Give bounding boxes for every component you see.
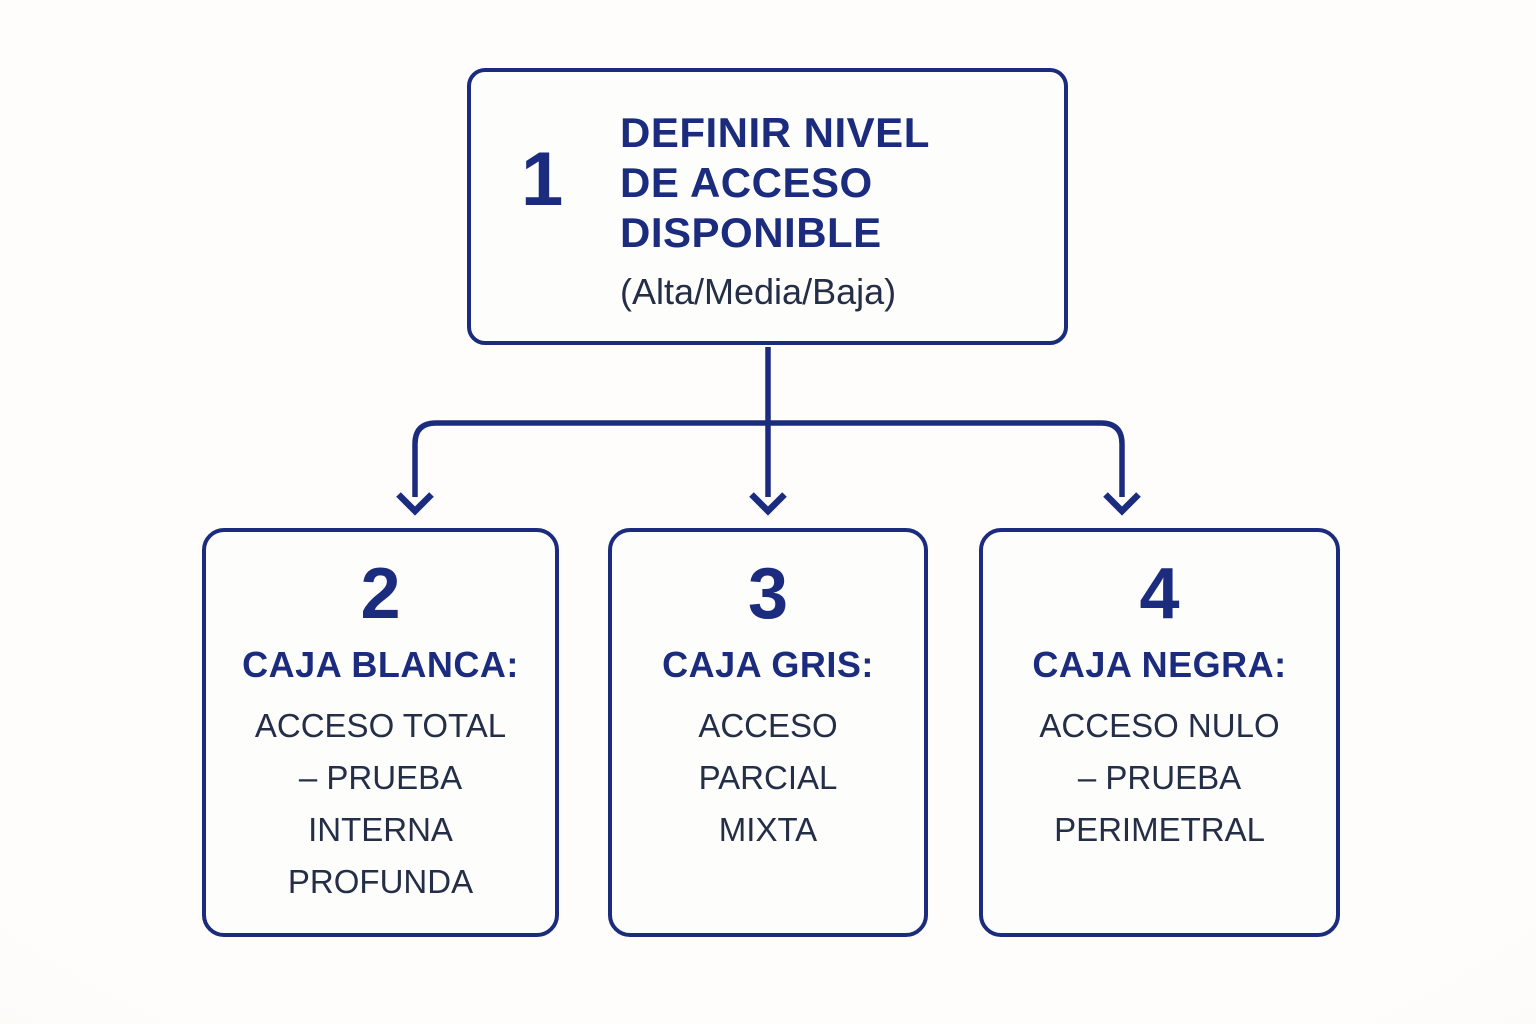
- step-1-title: DEFINIR NIVEL DE ACCESO DISPONIBLE: [620, 108, 930, 258]
- body-line: ACCESO: [698, 707, 838, 744]
- step-3-number: 3: [747, 554, 789, 634]
- step-3-title: CAJA GRIS:: [662, 644, 874, 685]
- body-line: PARCIAL: [698, 759, 838, 796]
- body-line: – PRUEBA: [1077, 759, 1242, 796]
- step-2-number: 2: [360, 554, 401, 634]
- arrowhead-center-icon: [749, 492, 787, 516]
- step-1-text: DEFINIR NIVEL DE ACCESO DISPONIBLE (Alta…: [620, 108, 930, 314]
- step-4-number: 4: [1139, 554, 1180, 634]
- title-line: DISPONIBLE: [620, 209, 882, 256]
- step-3-box: 3 CAJA GRIS: ACCESO PARCIAL MIXTA: [608, 528, 928, 937]
- step-4-body: ACCESO NULO – PRUEBA PERIMETRAL: [983, 700, 1336, 856]
- body-line: – PRUEBA: [298, 759, 463, 796]
- body-line: PERIMETRAL: [1054, 811, 1265, 848]
- body-line: MIXTA: [718, 811, 818, 848]
- connector-branch: [412, 420, 1125, 497]
- step-4-title: CAJA NEGRA:: [1032, 644, 1287, 685]
- body-line: PROFUNDA: [287, 863, 474, 900]
- step-2-title: CAJA BLANCA:: [242, 644, 519, 685]
- step-3-body: ACCESO PARCIAL MIXTA: [612, 700, 924, 856]
- title-line: DEFINIR NIVEL: [620, 109, 930, 156]
- step-1-subtitle: (Alta/Media/Baja): [620, 271, 897, 312]
- title-line: DE ACCESO: [620, 159, 873, 206]
- body-line: INTERNA: [308, 811, 453, 848]
- step-4-box: 4 CAJA NEGRA: ACCESO NULO – PRUEBA PERIM…: [979, 528, 1340, 937]
- body-line: ACCESO NULO: [1039, 707, 1280, 744]
- arrowhead-left-icon: [396, 492, 434, 516]
- arrowhead-right-icon: [1103, 492, 1141, 516]
- step-2-body: ACCESO TOTAL – PRUEBA INTERNA PROFUNDA: [206, 700, 555, 908]
- body-line: ACCESO TOTAL: [254, 707, 507, 744]
- step-2-box: 2 CAJA BLANCA: ACCESO TOTAL – PRUEBA INT…: [202, 528, 559, 937]
- step-1-number: 1: [521, 137, 564, 222]
- step-1-box: 1 DEFINIR NIVEL DE ACCESO DISPONIBLE (Al…: [467, 68, 1068, 345]
